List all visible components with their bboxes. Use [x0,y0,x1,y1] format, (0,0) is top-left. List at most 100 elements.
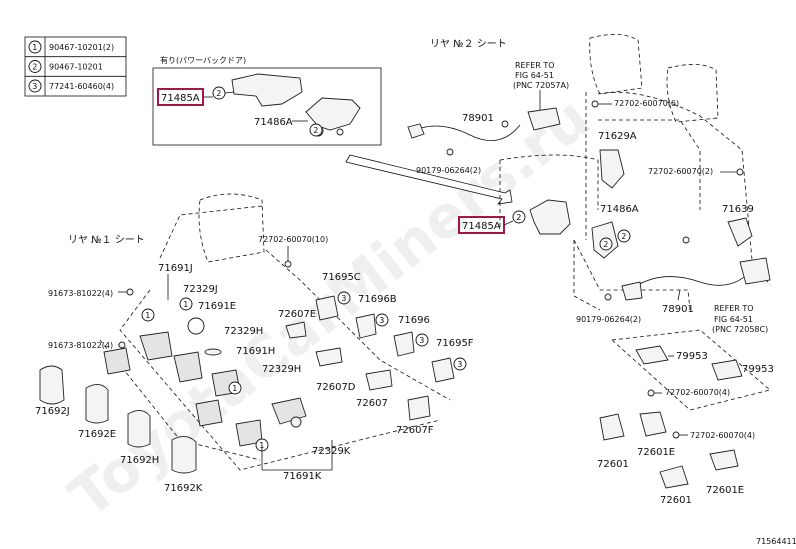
svg-text:3: 3 [341,294,346,303]
label-71485A-main: 71485A [462,221,501,232]
label-72607E: 72607E [278,309,316,320]
refer-bot-line2: FIG 64-51 [714,315,753,324]
legend-text-1: 90467-10201(2) [49,43,114,52]
label-79953-a: 79953 [676,351,708,362]
label-72601-b: 72601 [660,495,692,506]
label-72607D: 72607D [316,382,356,393]
bracket-shape [231,73,303,107]
legend-num-2: 2 [32,63,37,72]
label-72329H-2: 72329H [262,364,301,375]
label-71691E: 71691E [198,301,236,312]
cover-part [599,149,625,189]
label-90179-bot: 90179-06264(2) [576,315,641,324]
latch-part [739,257,771,285]
svg-text:1: 1 [232,384,237,393]
label-90179-top: 90179-06264(2) [416,166,481,175]
hinge-71639 [727,217,753,247]
refer-top-line2: FIG 64-51 [515,71,554,80]
label-72702-4b: 72702-60070(4) [690,431,755,440]
bracket-71485A [529,199,571,235]
label-79953-b: 79953 [742,364,774,375]
refer-bot-line1: REFER TO [714,304,754,313]
hinge-79953 [635,345,669,365]
label-71692E: 71692E [78,429,116,440]
bracket-72601E [709,449,739,471]
inset-title: 有り(パワーバックドア) [160,55,246,65]
svg-text:1: 1 [259,441,264,450]
svg-text:3: 3 [457,360,462,369]
hinge-part [103,347,131,375]
label-72607: 72607 [356,398,388,409]
hinge-part [139,331,173,361]
legend-num-3: 3 [32,82,37,91]
svg-text:2: 2 [516,213,521,222]
label-78901-bot: 78901 [662,304,694,315]
label-72601E-a: 72601E [637,447,675,458]
hinge-part [173,351,203,383]
label-71696B: 71696B [358,294,397,305]
legend-text-2: 90467-10201 [49,63,103,72]
hinge-79953 [711,359,743,381]
label-72702-4a: 72702-60070(4) [665,388,730,397]
refer-bot-line3: (PNC 72058C) [712,325,768,334]
label-71691K: 71691K [283,471,322,482]
label-72329J: 72329J [183,284,218,295]
svg-text:1: 1 [183,300,188,309]
svg-text:3: 3 [379,316,384,325]
label-71486A: 71486A [600,204,639,215]
label-91673-a: 91673-81022(4) [48,289,113,298]
legend-table: 1 90467-10201(2) 2 90467-10201 3 77241-6… [24,36,127,97]
rear-seat-2-lower: 79953 79953 72702-60070(4) 72702-60070(4… [597,329,796,546]
hinge-part [195,399,223,427]
label-72601E-b: 72601E [706,485,744,496]
label-72702-6: 72702-60070(6) [614,99,679,108]
legend-text-3: 77241-60460(4) [49,82,114,91]
diagram-code: 71564411 [756,537,796,546]
section-rear-seat-1: リヤ №１ シート [68,235,145,246]
cover-71692H [127,410,151,448]
label-71691H: 71691H [236,346,275,357]
label-71696: 71696 [398,315,430,326]
label-71485A-inset: 71485A [161,93,200,104]
bracket-72601E [639,411,667,437]
inset-power-backdoor: 有り(パワーバックドア) 2 71485A 71486A 2 [152,55,513,205]
label-72329H-1: 72329H [224,326,263,337]
label-71691J: 71691J [158,263,193,274]
bracket-72601 [659,465,689,489]
label-71695C: 71695C [322,272,361,283]
label-71629A: 71629A [598,131,637,142]
label-72329K: 72329K [312,446,351,457]
svg-text:1: 1 [145,311,150,320]
label-91673-b: 91673-81022(4) [48,341,113,350]
svg-text:2: 2 [603,240,608,249]
legend-num-1: 1 [32,43,37,52]
label-71692J: 71692J [35,406,70,417]
refer-top-line3: (PNC 72057A) [513,81,569,90]
label-71692H: 71692H [120,455,159,466]
label-71692K: 71692K [164,483,203,494]
svg-text:2: 2 [216,89,221,98]
label-71639: 71639 [722,204,754,215]
refer-top-line1: REFER TO [515,61,555,70]
label-72601-a: 72601 [597,459,629,470]
highlight-box [157,88,204,106]
pointer-arrow [345,154,513,205]
label-71486A-inset: 71486A [254,117,293,128]
cover-71692K [171,436,197,474]
label-72702-10: 72702-60070(10) [258,235,328,244]
label-72607F: 72607F [396,425,434,436]
cover-71692E [85,384,109,424]
label-71695F: 71695F [436,338,474,349]
label-72702-2: 72702-60070(2) [648,167,713,176]
svg-text:2: 2 [313,126,318,135]
bracket-72601 [599,413,625,441]
rear-seat-2-group: リヤ №２ シート REFER TO FIG 64-51 (PNC 72057A… [407,34,771,334]
section-rear-seat-2: リヤ №２ シート [430,39,507,50]
cover-71692J [39,365,65,405]
rear-seat-1-group: リヤ №１ シート 72702-60070(10) 71691J 72329J … [35,193,474,494]
latch-part [527,107,561,131]
svg-text:2: 2 [621,232,626,241]
svg-text:3: 3 [419,336,424,345]
label-78901-top: 78901 [462,113,494,124]
